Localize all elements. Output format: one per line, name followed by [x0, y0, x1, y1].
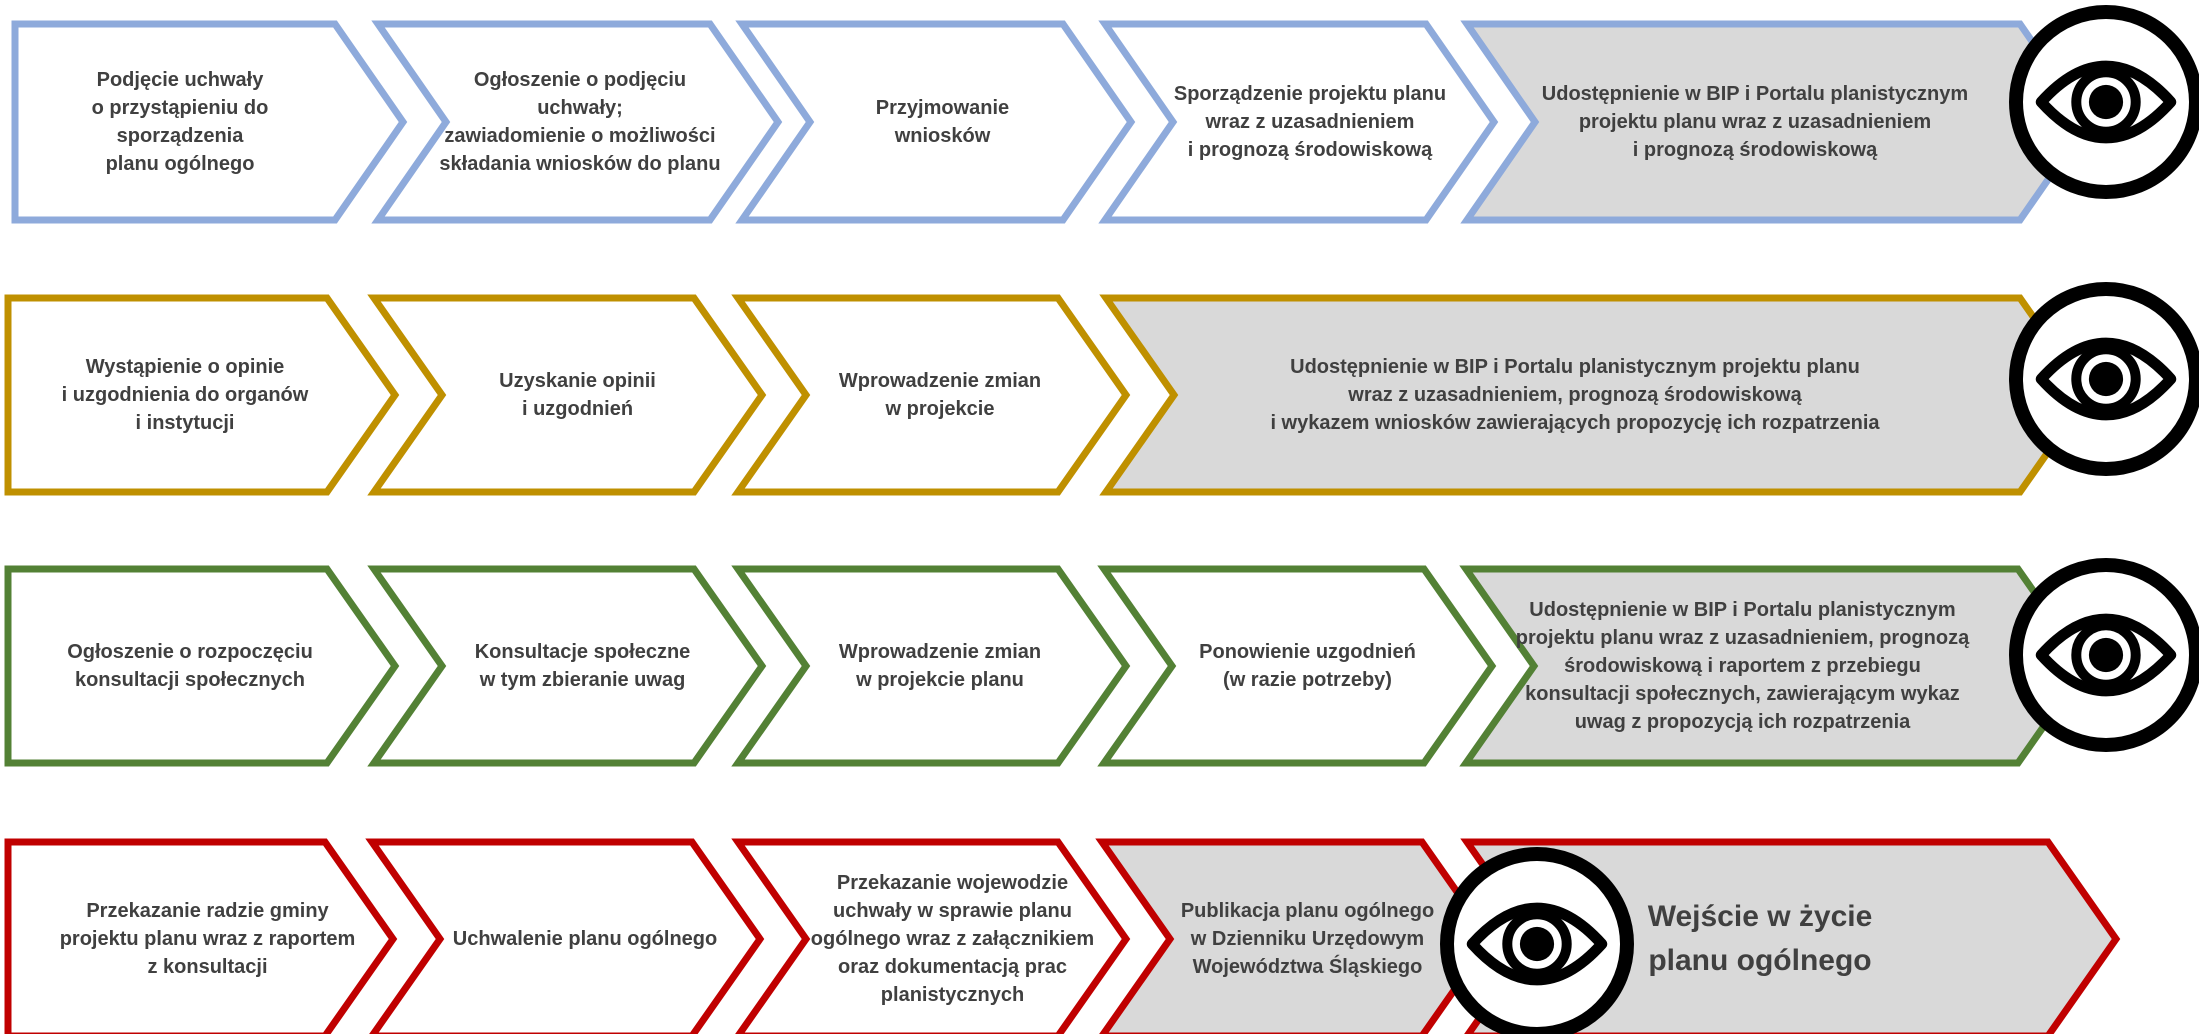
process-step-arrow: [367, 565, 767, 767]
eye-icon-outline: [2035, 337, 2177, 421]
process-row-2: [4, 282, 2199, 496]
eye-icon: [1440, 847, 1634, 1034]
process-step-arrow: [4, 294, 400, 496]
process-step-label: Uzyskanie opinii i uzgodnień: [499, 370, 656, 420]
eye-icon: [2009, 558, 2199, 752]
eye-icon-pupil: [2088, 637, 2124, 673]
process-step-arrow: [371, 20, 783, 224]
process-step-label: Przekazanie radzie gminy projektu planu …: [59, 900, 356, 978]
process-step-label: Ponowienie uzgodnień (w razie potrzeby): [1199, 641, 1416, 691]
process-step-arrow: [1460, 20, 2093, 224]
process-step-label: Wprowadzenie zmian w projekcie: [838, 370, 1042, 420]
process-step-arrow: [731, 838, 1131, 1034]
eye-icon-pupil: [2088, 361, 2124, 397]
process-step-label: Udostępnienie w BIP i Portalu planistycz…: [1270, 356, 1880, 434]
process-step-label: Publikacja planu ogólnego w Dzienniku Ur…: [1180, 900, 1435, 978]
eye-icon: [2009, 5, 2199, 199]
process-step-label: Wprowadzenie zmian w projekcie planu: [838, 641, 1042, 691]
process-step-arrow: [4, 838, 398, 1034]
process-row-3: [4, 558, 2199, 767]
process-step-label: Przyjmowanie wniosków: [875, 97, 1010, 147]
process-step-label: Sporządzenie projektu planu wraz z uzasa…: [1173, 83, 1447, 161]
process-step-arrow: [1095, 838, 1495, 1034]
process-step-label: Wejście w życie planu ogólnego: [1647, 900, 1873, 977]
process-step-arrow: [731, 294, 1131, 496]
process-step-arrow: [365, 838, 765, 1034]
process-step-label: Udostępnienie w BIP i Portalu planistycz…: [1515, 599, 1970, 733]
process-step-arrow: [731, 565, 1131, 767]
process-step-label: Wystąpienie o opinie i uzgodnienia do or…: [61, 356, 309, 434]
process-step-arrow: [1098, 20, 1499, 224]
process-row-1: [11, 5, 2199, 224]
process-step-label: Ogłoszenie o rozpoczęciu konsultacji spo…: [67, 641, 313, 691]
eye-icon-outline: [2035, 613, 2177, 697]
process-step-arrow: [4, 565, 400, 767]
eye-icon: [2009, 282, 2199, 476]
process-step-label: Udostępnienie w BIP i Portalu planistycz…: [1541, 83, 1969, 161]
process-step-label: Ogłoszenie o podjęciu uchwały; zawiadomi…: [439, 69, 721, 175]
eye-icon-iris: [2071, 344, 2141, 414]
eye-icon-outline: [2035, 60, 2177, 144]
process-step-label: Uchwalenie planu ogólnego: [452, 928, 718, 950]
eye-icon-iris: [2071, 67, 2141, 137]
eye-icon-pupil: [2088, 84, 2124, 120]
process-step-label: Przekazanie wojewodzie uchwały w sprawie…: [810, 872, 1095, 1006]
process-step-label: Podjęcie uchwały o przystąpieniu do spor…: [91, 69, 269, 175]
process-step-label: Konsultacje społeczne w tym zbieranie uw…: [474, 641, 691, 691]
process-step-arrow: [1099, 294, 2093, 496]
eye-icon-iris: [2071, 620, 2141, 690]
process-step-arrow: [1459, 565, 2091, 767]
eye-icon-pupil: [1519, 926, 1555, 962]
eye-icon-iris: [1502, 909, 1572, 979]
process-step-arrow: [11, 20, 408, 224]
eye-icon-outline: [1466, 902, 1608, 986]
process-row-4: [4, 838, 2121, 1034]
process-step-arrow: [367, 294, 767, 496]
process-step-arrow: [1097, 565, 1497, 767]
process-step-arrow: [735, 20, 1136, 224]
